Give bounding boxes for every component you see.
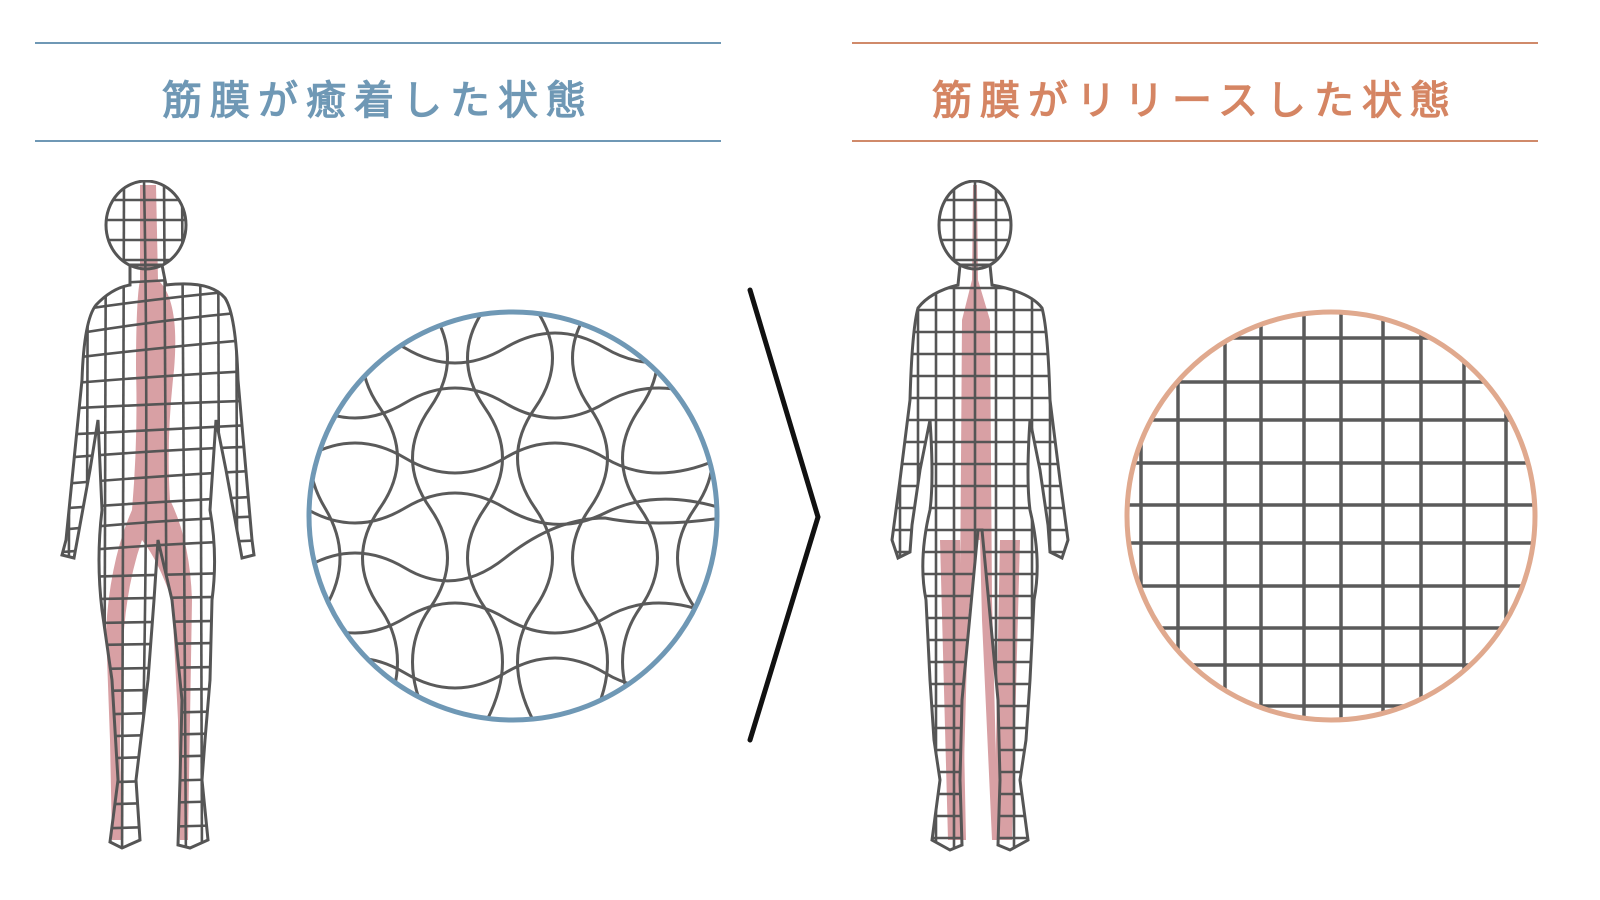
adhered-title-block: 筋膜が癒着した状態 — [35, 42, 721, 142]
adhered-fascia-zoom — [305, 308, 721, 724]
released-title-block: 筋膜がリリースした状態 — [852, 42, 1538, 142]
chevron-right-icon — [740, 285, 830, 755]
adhered-body-figure — [40, 180, 270, 870]
released-fascia-zoom — [1123, 308, 1539, 724]
regular-mesh-icon — [1124, 309, 1538, 723]
body-aligned-icon — [890, 180, 1070, 852]
tangled-mesh-icon — [306, 309, 720, 723]
adhered-fascia-panel: 筋膜が癒着した状態 — [0, 0, 760, 900]
adhered-title: 筋膜が癒着した状態 — [162, 78, 594, 124]
released-body-figure — [870, 180, 1100, 870]
released-fascia-panel: 筋膜がリリースした状態 — [840, 0, 1600, 900]
body-distorted-icon — [60, 180, 256, 850]
released-title: 筋膜がリリースした状態 — [932, 78, 1458, 124]
